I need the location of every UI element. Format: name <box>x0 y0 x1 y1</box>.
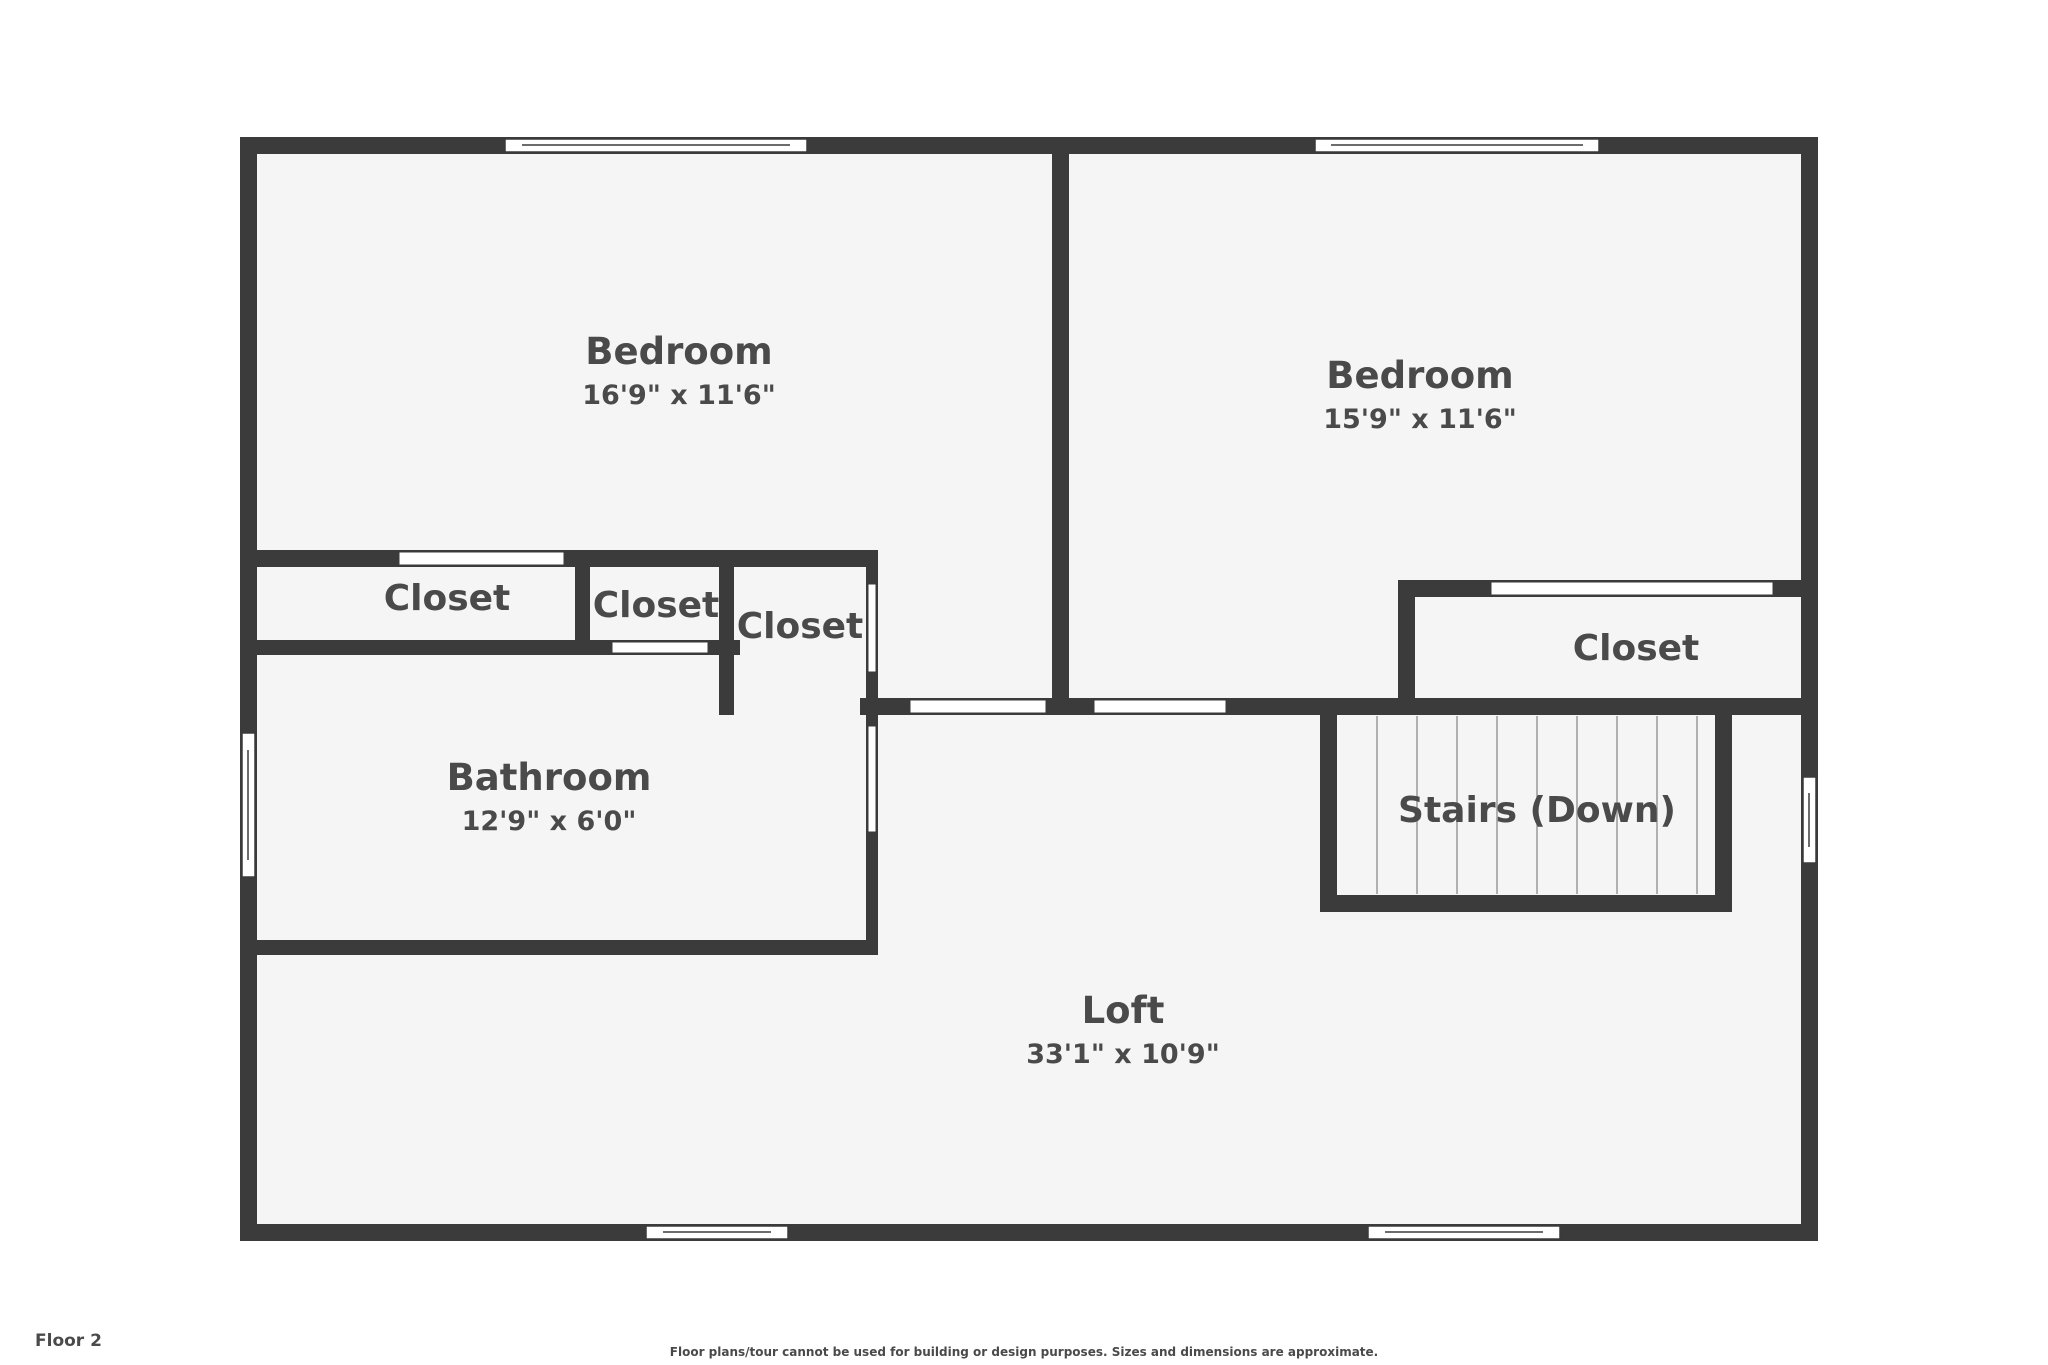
window-bottom-left <box>645 1225 789 1240</box>
window-bottom-right <box>1367 1225 1561 1240</box>
bathroom-dimensions: 12'9" x 6'0" <box>462 806 637 837</box>
window-right <box>1802 776 1817 864</box>
window-top-right <box>1314 138 1600 153</box>
bedroom-right-name: Bedroom <box>1326 354 1513 397</box>
door-openings <box>398 551 1774 833</box>
floor-label: Floor 2 <box>35 1331 102 1351</box>
stairs-name: Stairs (Down) <box>1398 790 1676 831</box>
closet-1-name: Closet <box>384 578 511 619</box>
disclaimer-text: Floor plans/tour cannot be used for buil… <box>669 1345 1379 1359</box>
loft-dimensions: 33'1" x 10'9" <box>1026 1039 1220 1070</box>
windows <box>241 138 1817 1240</box>
floor-area <box>249 146 1809 1232</box>
bedroom-left-dimensions: 16'9" x 11'6" <box>582 380 776 411</box>
loft-name: Loft <box>1082 989 1165 1032</box>
bedroom-left-name: Bedroom <box>585 330 772 373</box>
window-top-left <box>504 138 808 153</box>
bedroom-right-dimensions: 15'9" x 11'6" <box>1323 404 1517 435</box>
bathroom-name: Bathroom <box>447 756 652 799</box>
closet-4-name: Closet <box>1573 628 1700 669</box>
stair-treads <box>1376 716 1698 894</box>
closet-2-name: Closet <box>593 585 720 626</box>
closet-3-name: Closet <box>737 606 864 647</box>
window-left <box>241 732 256 878</box>
